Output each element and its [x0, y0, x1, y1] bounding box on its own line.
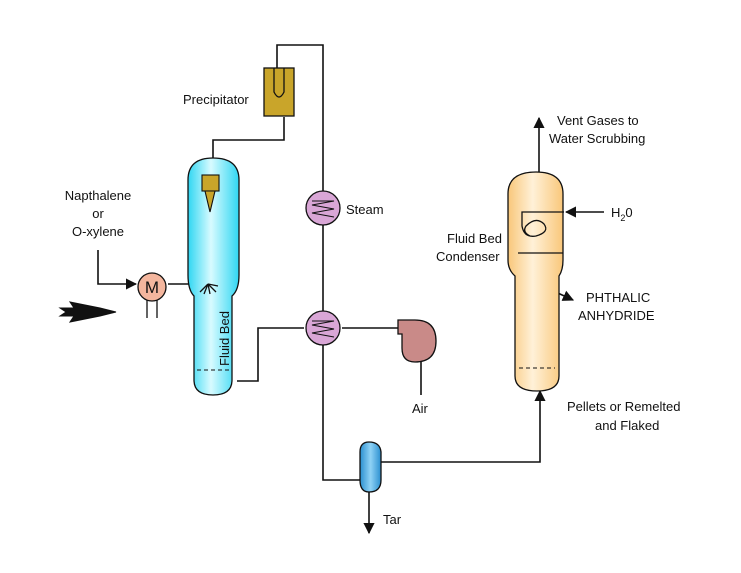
vent-label-line1: Vent Gases to: [557, 113, 639, 128]
precipitator-label: Precipitator: [183, 92, 249, 107]
air-blower: [397, 319, 437, 363]
feed-heater: [137, 272, 167, 302]
condenser-label-line2: Condenser: [436, 249, 500, 264]
feed-line: [97, 250, 138, 290]
vent-label-line2: Water Scrubbing: [549, 131, 645, 146]
product-label-line1: PHTHALIC: [586, 290, 650, 305]
product-label-line2: ANHYDRIDE: [578, 308, 655, 323]
pellets-label-line1: Pellets or Remelted: [567, 399, 680, 414]
precipitator: [263, 67, 295, 117]
fluid-bed-reactor: [187, 157, 240, 396]
feed-label-line1: Napthalene: [65, 188, 132, 203]
fluid-bed-condenser: [507, 171, 564, 392]
tar-label: Tar: [383, 512, 402, 527]
air-label: Air: [412, 401, 429, 416]
heater-symbol: M: [145, 278, 159, 297]
air-exchanger: [305, 310, 341, 346]
reactor-to-exchanger-line: [237, 327, 304, 382]
fluid-bed-label: Fluid Bed: [217, 311, 232, 366]
feed-label-line2: or: [92, 206, 104, 221]
feed-inlet-arrow-icon: [58, 301, 117, 323]
condenser-label-line1: Fluid Bed: [447, 231, 502, 246]
steam-label: Steam: [346, 202, 384, 217]
top-overhead-line: [276, 44, 360, 481]
pellets-label-line2: and Flaked: [595, 418, 659, 433]
tar-to-condenser-line: [381, 389, 546, 463]
steam-exchanger: [305, 190, 341, 226]
feed-label-line3: O-xylene: [72, 224, 124, 239]
tar-separator: [359, 441, 382, 493]
water-label: H20: [611, 205, 633, 223]
heater-legs: [146, 300, 158, 318]
